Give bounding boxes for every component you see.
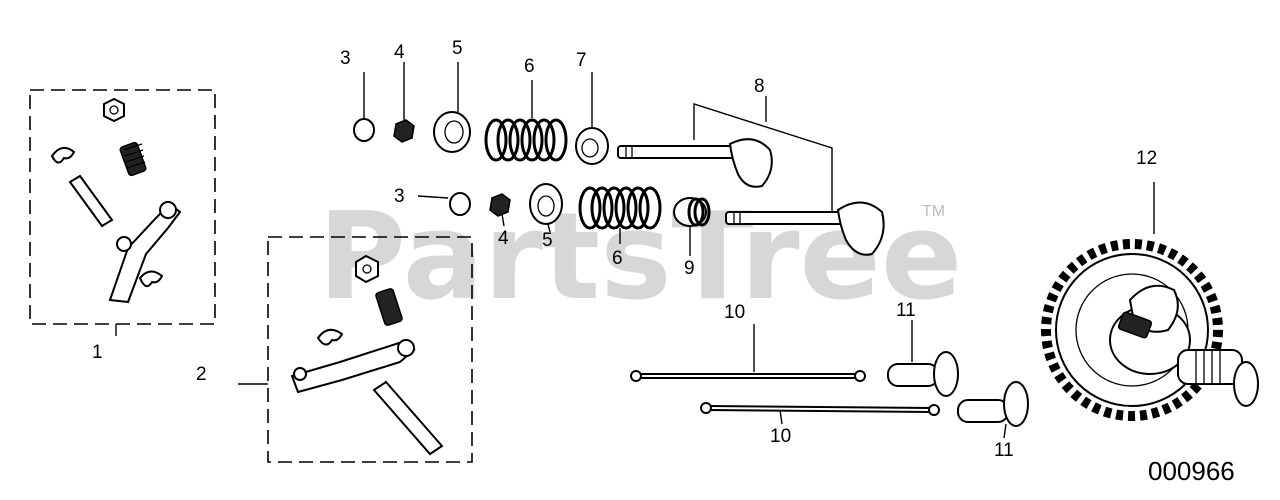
pushrod-10-upper[interactable]	[630, 370, 866, 382]
rocker-stud-2	[375, 288, 403, 326]
kit-box-2	[267, 236, 473, 463]
rocker-arm	[108, 202, 182, 304]
valve-8-lower[interactable]	[725, 201, 885, 256]
spring-retainer-5-upper[interactable]	[433, 111, 471, 153]
cam-spring	[1117, 311, 1153, 339]
camshaft-shaft	[1177, 349, 1243, 385]
callout-11-lower: 11	[994, 440, 1014, 461]
callout-2: 2	[196, 364, 207, 385]
callout-5-upper: 5	[452, 38, 463, 59]
callout-8-bracket: 8	[693, 76, 833, 216]
callout-9: 9	[684, 258, 695, 279]
rocker-nut-2	[355, 254, 379, 284]
rocker-nut	[103, 97, 125, 123]
rocker-clip-3	[316, 328, 344, 346]
valve-keeper-4-upper[interactable]	[393, 119, 415, 143]
rocker-clip	[50, 146, 76, 164]
callout-3-upper: 3	[340, 48, 351, 69]
rocker-pivot-tube-2	[372, 380, 444, 456]
callout-10-upper: 10	[724, 302, 745, 323]
callout-5-lower: 5	[542, 230, 553, 251]
valve-cap-3-lower[interactable]	[449, 192, 471, 216]
kit-box-1	[29, 89, 216, 325]
callout-6-upper: 6	[524, 56, 535, 77]
callout-6-lower: 6	[612, 248, 623, 269]
callout-4-upper: 4	[394, 42, 405, 63]
tappet-11-lower[interactable]	[957, 381, 1029, 427]
callout-10-lower: 10	[770, 426, 791, 447]
callout-4-lower: 4	[498, 228, 509, 249]
pushrod-10-lower[interactable]	[700, 402, 940, 416]
callout-7: 7	[576, 50, 587, 71]
callout-11-upper: 11	[896, 300, 916, 321]
spring-retainer-5-lower[interactable]	[529, 183, 563, 225]
rocker-pivot-tube	[68, 174, 114, 228]
callout-8: 8	[754, 76, 765, 97]
callout-1: 1	[92, 342, 103, 363]
watermark-trademark: TM	[922, 203, 945, 220]
valve-spring-6-upper[interactable]	[484, 118, 568, 162]
callout-12: 12	[1136, 148, 1157, 169]
rocker-arm-2	[290, 340, 416, 394]
valve-seal-7[interactable]	[575, 127, 609, 165]
lower-valve-row: 3 4 5 6 9	[394, 183, 885, 279]
rocker-clip-2	[138, 270, 164, 288]
valve-cap-3-upper[interactable]	[353, 118, 375, 142]
upper-valve-row: 3 4 5 6 7	[340, 38, 773, 188]
camshaft-gear-12[interactable]	[1041, 239, 1259, 421]
figure-reference-number: 000966	[1148, 456, 1235, 486]
tappet-11-upper[interactable]	[887, 351, 959, 397]
callout-3-lower: 3	[394, 186, 405, 207]
valve-keeper-4-lower[interactable]	[489, 193, 511, 217]
rocker-arm-kit-2[interactable]: 2	[196, 236, 473, 463]
rocker-arm-kit-1[interactable]: 1	[29, 89, 216, 363]
valve-rotator-9[interactable]	[673, 197, 711, 227]
valve-8-upper[interactable]	[617, 138, 773, 188]
valve-spring-6-lower[interactable]	[578, 186, 662, 230]
